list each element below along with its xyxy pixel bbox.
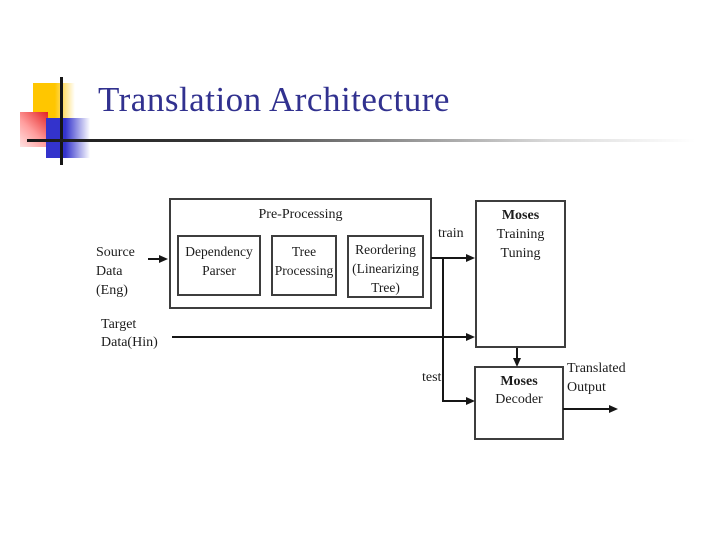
step-dependency-parser: Dependency Parser [177,235,261,296]
output-label-line2: Output [567,380,606,395]
source-arrow-line [148,258,160,260]
test-branch-line [442,257,444,402]
source-arrowhead-icon [159,254,168,263]
training-to-decoder-line [516,348,518,359]
moses-training-box: Moses Training Tuning [475,200,566,348]
source-data-label: Source Data (Eng) [96,243,135,300]
moses-decoder-box: Moses Decoder [474,366,564,440]
test-arrowhead-icon [466,396,475,405]
train-arrow-line [431,257,467,259]
target-label-line1: Target [101,317,137,332]
decoder-box-title: Moses [500,374,538,389]
step1-line1: Dependency [185,244,253,259]
decoration-blue-square [46,118,92,158]
test-label: test [422,370,442,385]
source-label-line2: Data [96,264,123,279]
source-label-line1: Source [96,245,135,260]
train-arrowhead-icon [466,253,475,262]
step3-line1: Reordering [355,242,416,257]
step3-line2: (Linearizing [352,261,419,276]
slide-title: Translation Architecture [98,80,450,119]
target-arrowhead-icon [466,332,475,341]
training-box-line2: Tuning [500,246,541,261]
output-label-line1: Translated [567,361,626,376]
step3-line3: Tree) [371,280,400,295]
step2-line1: Tree [291,244,317,259]
title-underline-rule [27,139,695,142]
training-box-line1: Training [496,227,545,242]
target-data-label: Target Data(Hin) [101,316,158,352]
decoration-vertical-line [60,77,63,165]
training-to-decoder-arrowhead-icon [512,358,521,367]
step-tree-processing: Tree Processing [271,235,337,296]
output-arrowhead-icon [609,404,618,413]
source-label-line3: (Eng) [96,283,128,298]
step-reordering: Reordering (Linearizing Tree) [347,235,424,298]
step2-line2: Processing [274,263,334,278]
test-arrow-line [442,400,467,402]
target-arrow-line [172,336,467,338]
output-arrow-line [563,408,610,410]
translated-output-label: Translated Output [567,359,626,397]
preprocessing-box: Pre-Processing Dependency Parser Tree Pr… [169,198,432,309]
step1-line2: Parser [202,263,236,278]
preprocessing-title: Pre-Processing [258,207,343,222]
training-box-title: Moses [501,208,540,223]
train-label: train [438,226,464,241]
decoder-box-line1: Decoder [495,392,543,407]
target-label-line2: Data(Hin) [101,335,158,350]
